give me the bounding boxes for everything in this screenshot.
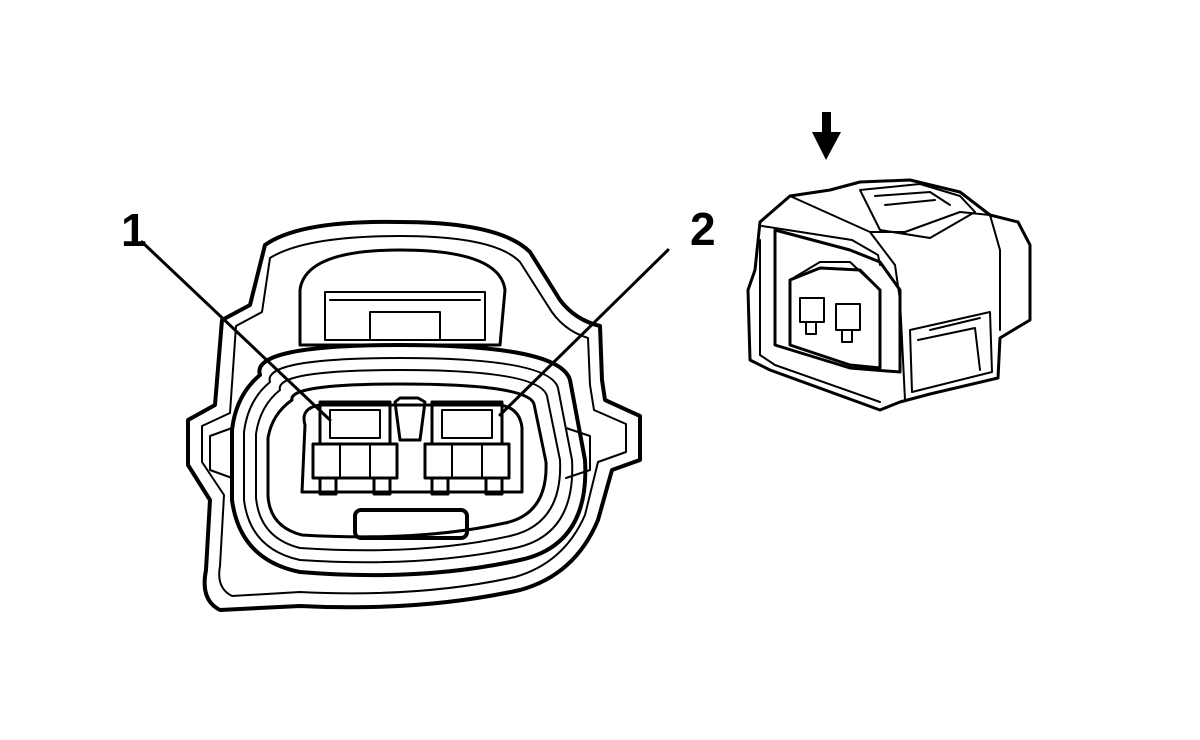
pin-label-2: 2 <box>690 203 716 255</box>
terminal-1 <box>311 400 399 496</box>
housing-outline-inner <box>201 235 627 597</box>
connector-face-view <box>140 219 670 612</box>
leader-line-1 <box>140 240 332 422</box>
latch-step <box>329 299 481 341</box>
connector-perspective-view <box>746 112 1032 412</box>
perspective-latch <box>859 183 976 239</box>
perspective-insert-top <box>789 261 881 291</box>
perspective-opening <box>773 228 902 374</box>
perspective-housing-top <box>789 195 991 401</box>
housing-outline-outer <box>186 219 642 612</box>
leader-line-2 <box>498 248 670 417</box>
pin-label-1: 1 <box>121 204 147 256</box>
perspective-right-side <box>909 214 1001 393</box>
arrow-down-icon <box>812 112 841 160</box>
perspective-terminal-2 <box>835 303 861 343</box>
face-oval-2 <box>243 357 574 564</box>
perspective-terminal-1 <box>799 297 825 335</box>
center-divider <box>393 396 427 442</box>
perspective-housing-outer <box>746 178 1032 412</box>
key-slot <box>353 508 469 540</box>
face-oval-1 <box>230 343 588 578</box>
perspective-housing-left <box>759 225 881 403</box>
right-tab <box>565 427 591 479</box>
left-tab <box>209 427 233 479</box>
latch-outer <box>298 248 507 347</box>
perspective-insert <box>788 266 882 370</box>
cavity <box>300 403 524 494</box>
face-oval-4 <box>266 382 548 539</box>
terminal-2 <box>423 400 511 496</box>
latch-inner <box>324 291 486 341</box>
face-oval-3 <box>255 369 562 552</box>
